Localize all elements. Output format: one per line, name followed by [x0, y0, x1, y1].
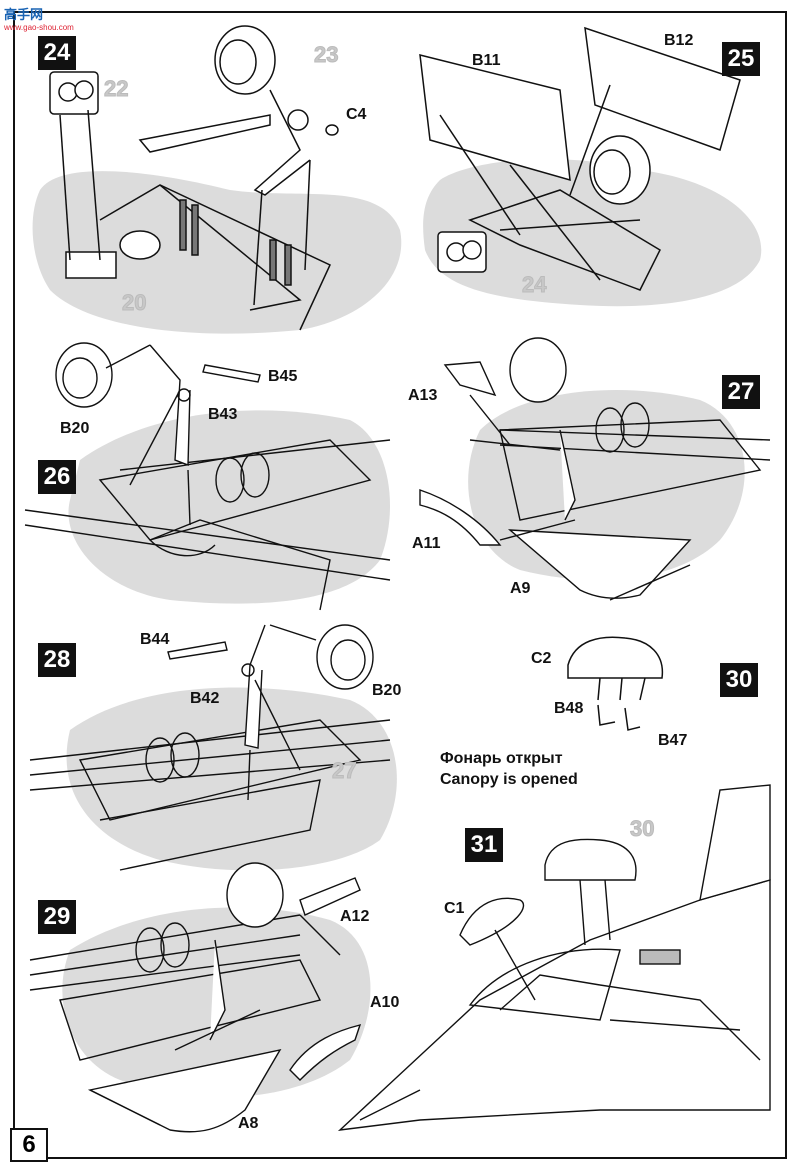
ghost-label-27: 27 [331, 758, 357, 784]
step-27-number: 27 [722, 375, 760, 409]
watermark: 高手网 www.gao-shou.com [4, 4, 74, 32]
part-label-a13: A13 [408, 387, 438, 404]
step-29-number: 29 [38, 900, 76, 934]
part-label-b47: B47 [658, 732, 688, 749]
part-label-a9: A9 [510, 580, 531, 597]
step-27-drawing [419, 337, 771, 601]
canopy-note-en: Canopy is opened [440, 771, 578, 788]
step-30-drawing [567, 636, 664, 731]
ghost-label-24: 24 [521, 272, 547, 298]
part-label-a8: A8 [238, 1115, 259, 1132]
part-label-b44: B44 [140, 631, 170, 648]
step-30-number: 30 [720, 663, 758, 697]
ghost-label-22: 22 [103, 76, 129, 102]
step-25-number: 25 [722, 42, 760, 76]
part-label-b20-step28: B20 [372, 682, 402, 699]
part-label-b11: B11 [472, 52, 501, 69]
part-label-b48: B48 [554, 700, 584, 717]
step-25-drawing [419, 26, 762, 307]
step-24-drawing [32, 25, 402, 334]
part-label-b42: B42 [190, 690, 220, 707]
watermark-main: 高手网 [4, 7, 44, 22]
ghost-label-20: 20 [121, 290, 147, 316]
step-28-number: 28 [38, 643, 76, 677]
part-label-a11: A11 [412, 535, 441, 552]
part-label-c1: C1 [444, 900, 465, 917]
part-label-b45: B45 [268, 368, 298, 385]
canopy-note-ru: Фонарь открыт [440, 750, 563, 767]
watermark-url: www.gao-shou.com [4, 23, 74, 32]
part-label-b12: B12 [664, 32, 694, 49]
part-label-b20-step26: B20 [60, 420, 90, 437]
ghost-label-30: 30 [629, 816, 655, 842]
ghost-label-23: 23 [313, 42, 339, 68]
part-label-c4: C4 [346, 106, 367, 123]
step-24-number: 24 [38, 36, 76, 70]
part-label-a10: A10 [370, 994, 400, 1011]
step-28-drawing [29, 624, 397, 871]
step-31-drawing [337, 784, 771, 1131]
step-26-drawing [24, 342, 391, 611]
step-29-drawing [29, 862, 371, 1133]
step-26-number: 26 [38, 460, 76, 494]
part-label-a12: A12 [340, 908, 370, 925]
page-number: 6 [10, 1128, 48, 1162]
part-label-c2: C2 [531, 650, 552, 667]
step-31-number: 31 [465, 828, 503, 862]
canopy-note: Фонарь открыт Canopy is opened [440, 748, 578, 790]
part-label-b43: B43 [208, 406, 238, 423]
